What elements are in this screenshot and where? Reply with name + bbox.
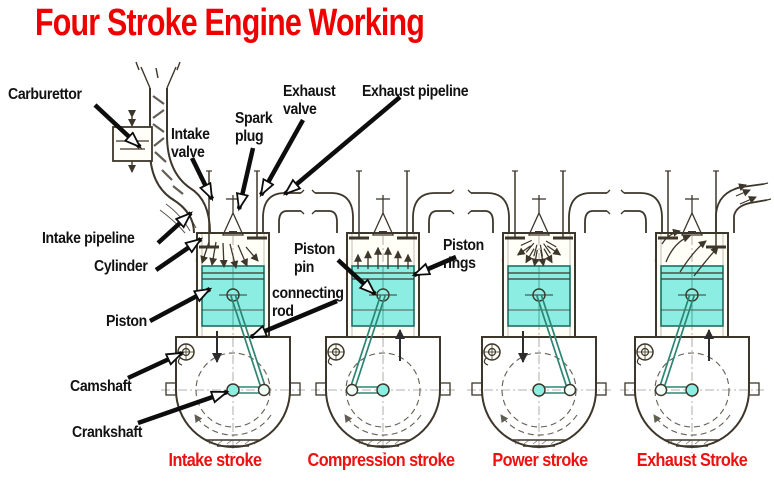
exhaust-pipeline-arrow <box>285 95 402 196</box>
caption-power-stroke: Power stroke <box>492 450 588 470</box>
piston <box>507 265 571 327</box>
piston <box>660 265 724 327</box>
piston-rings-label: Piston rings <box>443 237 484 272</box>
engine-exhaust-stroke <box>620 170 772 453</box>
intake-valve-arrow <box>189 157 215 199</box>
piston-rings-arrow <box>414 254 457 278</box>
exhaust-pipeline-label: Exhaust pipeline <box>362 83 469 100</box>
gas-flow-arrows <box>516 245 562 267</box>
crankshaft-label: Crankshaft <box>72 424 143 441</box>
intake-valve <box>505 170 525 240</box>
connecting-rod <box>532 294 577 397</box>
spark-plug-arrow <box>239 147 256 209</box>
exhaust-pipe <box>568 192 607 233</box>
gas-flow-arrows <box>661 228 719 277</box>
engine-power-stroke <box>467 170 611 453</box>
intake-pipe <box>315 192 354 233</box>
exhaust-valve <box>553 170 573 240</box>
spark-plug <box>680 195 704 236</box>
engines-group <box>112 61 772 453</box>
camshaft-arrow <box>127 350 182 381</box>
caption-compression-stroke: Compression stroke <box>307 450 455 470</box>
page-title: Four Stroke Engine Working <box>35 2 425 44</box>
caption-intake-stroke: Intake stroke <box>168 450 262 470</box>
exhaust-pipe <box>412 192 451 233</box>
camshaft <box>636 343 654 366</box>
connecting-rod <box>226 294 271 397</box>
gas-flow-arrows <box>354 246 412 269</box>
cylinder-arrow <box>154 237 201 272</box>
piston-label: Piston <box>106 313 147 330</box>
crankshaft-arrow <box>137 389 227 426</box>
carburettor-label: Carburettor <box>8 86 82 103</box>
intake-pipeline-arrow <box>156 213 191 245</box>
cylinder-label: Cylinder <box>94 258 148 275</box>
intake-pipe <box>471 192 510 233</box>
exhaust-valve <box>397 170 417 240</box>
gas-flow-arrows <box>200 241 259 269</box>
crankshaft <box>376 383 390 397</box>
intake-pipeline-label: Intake pipeline <box>42 230 135 247</box>
carburettor-arrow <box>93 103 140 147</box>
camshaft <box>483 343 501 366</box>
piston-arrow <box>148 287 210 323</box>
exhaust-pipe <box>715 183 765 233</box>
piston-pin-label: Piston pin <box>294 241 335 276</box>
connecting-rod <box>654 294 699 397</box>
connecting-rod-arrow <box>251 298 338 340</box>
crankpin <box>345 383 359 397</box>
exhaust-valve-arrow <box>259 118 305 195</box>
piston <box>351 265 415 327</box>
intake-valve <box>658 170 678 240</box>
crankpin <box>654 383 668 397</box>
camshaft-label: Camshaft <box>70 378 132 395</box>
piston <box>201 265 265 327</box>
exhaust-valve-label: Exhaust valve <box>283 83 336 118</box>
piston-pin-arrow <box>336 258 375 294</box>
crankshaft <box>685 383 699 397</box>
caption-exhaust-stroke: Exhaust Stroke <box>636 450 748 470</box>
intake-valve-label: Intake valve <box>171 126 210 161</box>
crankpin <box>563 383 577 397</box>
crankshaft <box>532 383 546 397</box>
spark-plug-label: Spark plug <box>235 110 273 145</box>
intake-valve <box>349 170 369 240</box>
spark-plug <box>371 195 395 236</box>
connecting-rod-label: connecting rod <box>272 285 344 320</box>
connecting-rod <box>345 294 390 397</box>
crankpin <box>257 383 271 397</box>
camshaft <box>327 343 345 366</box>
exhaust-valve <box>247 170 267 240</box>
intake-pipe <box>624 192 663 233</box>
spark-plug <box>221 195 245 236</box>
spark-plug <box>520 195 557 257</box>
crankshaft <box>226 383 240 397</box>
label-arrows <box>93 95 457 426</box>
engine-compression-stroke <box>311 170 455 453</box>
